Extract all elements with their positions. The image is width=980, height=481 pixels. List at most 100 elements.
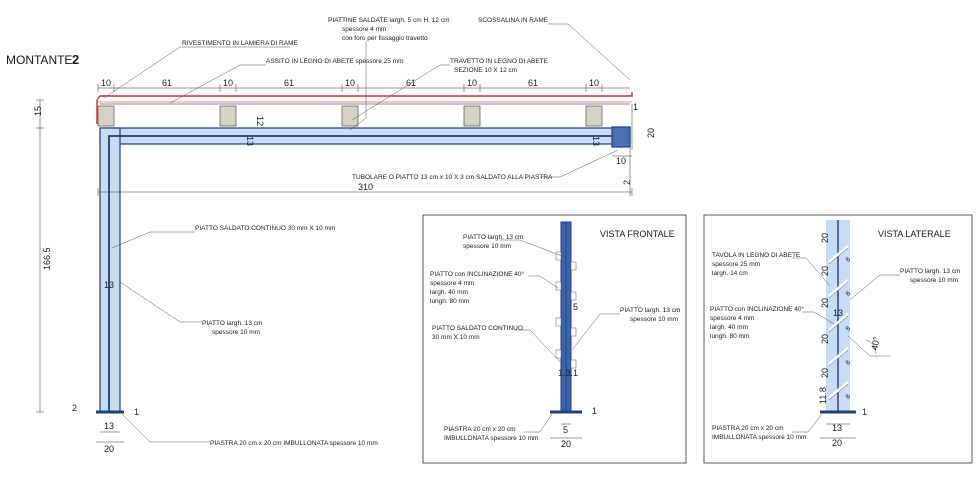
front-label-incl-3: largh. 40 mm xyxy=(430,289,468,296)
front-dim-20: 20 xyxy=(561,439,571,449)
side-dim-20-bottom: 20 xyxy=(832,438,842,448)
side-label-incl-2: spessore 4 mm xyxy=(710,315,754,322)
dim-15: 15 xyxy=(33,106,43,116)
label-travetto-2: SEZIONE 10 X 12 cm xyxy=(454,67,517,74)
side-label-incl-3: largh. 40 mm xyxy=(710,324,748,331)
dim-2-base: 2 xyxy=(72,403,77,413)
side-dim-8-e: 8 xyxy=(845,393,853,401)
front-dim-5: 5 xyxy=(573,302,578,312)
leader-travetto xyxy=(351,64,450,121)
drawing-number: 2 xyxy=(72,52,79,67)
copper-covering xyxy=(96,92,633,124)
side-dim-1: 1 xyxy=(862,407,867,417)
dim-13-a: 13 xyxy=(245,136,255,146)
label-piattine-1: PIATTINE SALDATE largh. 5 cm H. 12 cm xyxy=(328,17,450,24)
front-small-plates xyxy=(555,251,577,369)
side-view-title: VISTA LATERALE xyxy=(878,229,951,239)
front-label-piastra-1: PIASTRA 20 cm x 20 cm xyxy=(444,426,516,433)
vertical-post xyxy=(99,127,121,413)
label-rivestimento: RIVESTIMENTO IN LAMIERA DI RAME xyxy=(182,40,298,47)
front-label-piatto-b1: PIATTO largh. 13 cm xyxy=(620,307,680,314)
leader-tubolare xyxy=(540,149,619,178)
dim-13-post: 13 xyxy=(104,280,114,290)
dim-10-e: 10 xyxy=(589,78,599,88)
side-dim-13-bottom: 13 xyxy=(832,423,842,433)
side-dim-20-a: 20 xyxy=(820,233,830,243)
dim-61-d: 61 xyxy=(528,78,538,88)
dim-20-right: 20 xyxy=(646,128,656,138)
leader-piattine xyxy=(349,42,367,131)
dim-61-b: 61 xyxy=(284,78,294,88)
dim-1-right: 1 xyxy=(633,102,638,112)
leader-piatto xyxy=(119,281,202,323)
front-label-saldato-1: PIATTO SALDATO CONTINUO xyxy=(432,325,523,332)
side-label-piatto-2: spessore 10 mm xyxy=(910,277,958,284)
drawing-title: MONTANTE xyxy=(6,53,72,67)
dim-166-5: 166.5 xyxy=(42,247,52,270)
label-piatto-2: spessore 10 mm xyxy=(212,329,260,336)
dim-2-right: 2 xyxy=(622,180,632,185)
label-piatto-1: PIATTO largh. 13 cm xyxy=(202,320,262,327)
leader-rivestimento xyxy=(103,46,290,99)
side-label-piastra-2: IMBULLONATA spessore 10 mm xyxy=(712,434,806,441)
side-label-incl-4: lungh. 80 mm xyxy=(710,333,749,340)
front-label-piastra-2: IMBULLONATA spessore 10 mm xyxy=(444,435,538,442)
side-label-tavola-1: TAVOLA IN LEGNO DI ABETE xyxy=(712,252,801,259)
side-dim-8-c: 8 xyxy=(845,325,853,333)
side-dim-11-8: 11.8 xyxy=(818,387,828,404)
side-label-piastra-1: PIASTRA 20 cm x 20 cm xyxy=(712,425,784,432)
side-label-tavola-3: largh. 14 cm xyxy=(712,270,748,277)
label-scossalina: SCOSSALINA IN RAME xyxy=(478,17,549,24)
front-dim-131: 1.3.1 xyxy=(558,368,578,378)
joist-2 xyxy=(219,105,237,127)
side-dim-40-angle: 40° xyxy=(869,335,881,351)
side-dim-13: 13 xyxy=(833,308,843,318)
side-dim-20-e: 20 xyxy=(820,334,830,344)
dim-310: 310 xyxy=(358,182,373,192)
dim-10-c: 10 xyxy=(345,78,355,88)
side-label-piatto-1: PIATTO largh. 13 cm xyxy=(900,268,960,275)
side-label-incl-1: PIATTO con INCLINAZIONE 40° xyxy=(710,305,805,313)
dim-10-b: 10 xyxy=(223,78,233,88)
front-view-panel: VISTA FRONTALE 5 1.3.1 1 5 20 PIATTO lar… xyxy=(422,214,687,464)
front-label-piatto-a2: spessore 10 mm xyxy=(463,243,511,250)
front-dim-5-bottom: 5 xyxy=(563,425,568,435)
dim-13-bottom: 13 xyxy=(104,421,114,431)
side-dim-20-d: 20 xyxy=(820,368,830,378)
label-tubolare: TUBOLARE O PIATTO 13 cm x 10 X 3 cm SALD… xyxy=(352,174,553,181)
front-view-title: VISTA FRONTALE xyxy=(600,229,675,239)
joist-5 xyxy=(585,105,603,127)
leader-scossalina xyxy=(548,23,631,81)
side-plate-edges xyxy=(828,247,849,401)
tubolare-block xyxy=(611,126,631,148)
joist-4 xyxy=(463,105,481,127)
front-label-incl-2: spessore 4 mm xyxy=(430,280,474,287)
label-piastra: PIASTRA 20 cm x 20 cm IMBULLONATA spesso… xyxy=(210,440,378,447)
leader-piastra xyxy=(121,413,210,443)
dim-61-a: 61 xyxy=(162,78,172,88)
front-view-frame xyxy=(422,214,687,464)
leader-assito xyxy=(169,64,266,104)
label-assito: ASSITO IN LEGNO DI ABETE spessore 25 mm xyxy=(266,58,404,65)
side-dim-20-c: 20 xyxy=(820,298,830,308)
front-label-incl-4: lungh. 80 mm xyxy=(430,298,469,305)
leader-piatto-continuo xyxy=(111,231,195,249)
dim-10-d: 10 xyxy=(467,78,477,88)
front-label-incl-1: PIATTO con INCLINAZIONE 40° xyxy=(430,270,525,278)
side-dim-8-d: 8 xyxy=(845,359,853,367)
joist-1 xyxy=(97,105,115,127)
side-view-panel: VISTA LATERALE 20 8 20 8 20 8 13 8 20 8 xyxy=(703,214,973,464)
label-piattine-3: con foro per fissaggio travetto xyxy=(342,35,428,42)
label-travetto-1: TRAVETTO IN LEGNO DI ABETE xyxy=(450,58,549,65)
side-dim-8-b: 8 xyxy=(845,290,853,298)
beam-centerline xyxy=(108,135,612,411)
side-inclined-plates xyxy=(828,245,849,399)
front-dim-1: 1 xyxy=(592,406,597,416)
side-dim-8-a: 8 xyxy=(845,256,853,264)
label-piatto-continuo: PIATTO SALDATO CONTINUO 30 mm X 10 mm xyxy=(195,225,335,232)
side-label-tavola-2: spessore 25 mm xyxy=(712,261,760,268)
joist-3 xyxy=(341,105,359,127)
front-label-saldato-2: 30 mm X 10 mm xyxy=(432,334,480,341)
